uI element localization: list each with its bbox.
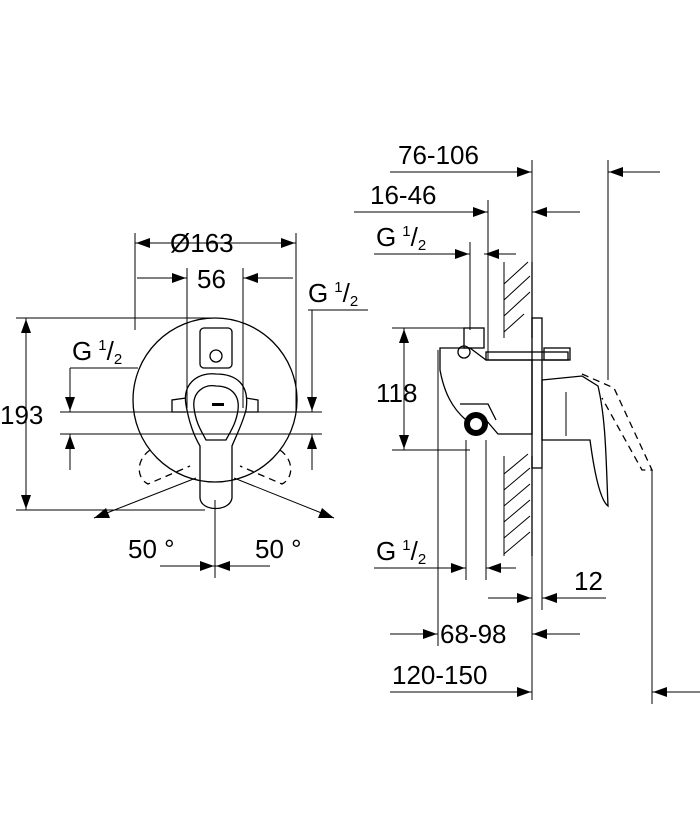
- dim-120-label: 120-150: [392, 660, 487, 690]
- dim-diameter-label: Ø163: [170, 228, 234, 258]
- dim-12-arrow-right: [543, 593, 557, 603]
- thread-bottom-right-arrow: [487, 563, 501, 573]
- dim-68-arrow-right: [533, 629, 547, 639]
- dim-16-label: 16-46: [370, 180, 437, 210]
- indicator-hole: [209, 349, 223, 363]
- angle-left-arc-arrow: [200, 561, 214, 571]
- thread-top-arrow: [455, 249, 469, 259]
- valve-inlet-top: [463, 327, 485, 349]
- dim-193-label: 193: [0, 400, 43, 430]
- handle-body: [184, 373, 248, 510]
- handle-inner: [193, 385, 239, 441]
- dim-193-arrow-bottom: [21, 495, 31, 509]
- valve-spindle-cap: [543, 347, 571, 361]
- dim-68-arrow-left: [423, 629, 437, 639]
- dim-76-label: 76-106: [398, 140, 479, 170]
- dim-193-arrow-top: [21, 319, 31, 333]
- dim-diameter-arrow-left: [136, 238, 150, 248]
- angle-left-line: [93, 477, 197, 519]
- dim-118-arrow-top: [399, 329, 409, 343]
- handle-logo: [212, 403, 224, 406]
- thread-top-right-arrow: [485, 249, 499, 259]
- angle-right-arc-arrow: [216, 561, 230, 571]
- rotation-arc-right: [239, 449, 292, 485]
- dim-118-arrow-bottom: [399, 435, 409, 449]
- dim-diameter-arrow-right: [281, 238, 295, 248]
- dim-120-arrow: [517, 687, 531, 697]
- dim-12-arrow-left: [517, 593, 531, 603]
- temperature-indicator: [199, 327, 233, 369]
- thread-bottom-arrow: [451, 563, 465, 573]
- dim-56-label: 56: [197, 264, 226, 294]
- angle-right-arrow: [318, 508, 334, 518]
- thread-left-arrow: [65, 397, 75, 411]
- dim-16-arrow: [473, 207, 487, 217]
- dim-76-arrow: [517, 167, 531, 177]
- angle-right-label: 50 °: [255, 534, 302, 564]
- outlet-arm: [460, 403, 497, 421]
- rosette-plate: [531, 317, 543, 469]
- thread-right-arrow: [307, 397, 317, 411]
- valve-port: [457, 345, 471, 359]
- angle-right-line: [233, 477, 335, 519]
- dim-68-label: 68-98: [440, 619, 507, 649]
- angle-left-label: 50 °: [128, 534, 175, 564]
- rosette-circle: [132, 317, 298, 483]
- dim-76-right-arrow: [609, 167, 623, 177]
- wall-hatch-upper: [503, 261, 531, 333]
- dim-16-right-arrow: [533, 207, 547, 217]
- valve-spindle: [485, 351, 569, 361]
- dim-118-label: 118: [376, 378, 417, 408]
- dim-120-right-arrow: [653, 687, 667, 697]
- handle-side: [541, 375, 609, 508]
- angle-left-arrow: [94, 508, 110, 518]
- dim-56-arrow-right: [244, 273, 258, 283]
- dim-56-arrow-left: [172, 273, 186, 283]
- thread-left-arrow-lower: [65, 435, 75, 449]
- outlet-core: [470, 418, 482, 430]
- wall-hatch-lower: [503, 453, 531, 555]
- dim-12-label: 12: [574, 566, 603, 596]
- thread-right-arrow-lower: [307, 435, 317, 449]
- rotation-arc-left: [138, 449, 191, 485]
